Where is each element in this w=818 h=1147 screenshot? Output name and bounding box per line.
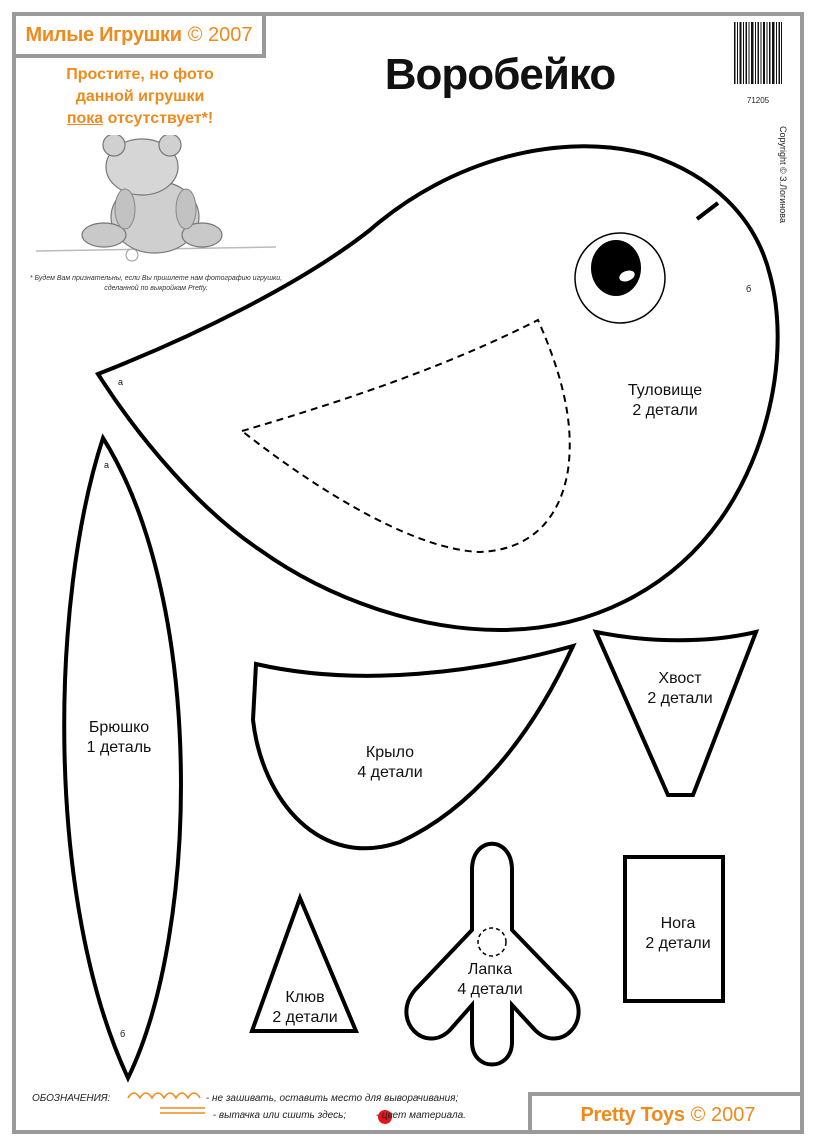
notice-footnote: * Будем Вам признательны, если Вы пришле…	[18, 274, 294, 294]
no-photo-notice: Простите, но фото данной игрушки пока от…	[40, 64, 240, 130]
open-seam-symbol	[127, 1092, 201, 1100]
beak-piece-outline	[249, 892, 360, 1033]
paw-count: 4 детали	[457, 981, 523, 998]
belly-label: Брюшко 1 деталь	[64, 718, 174, 758]
tail-label: Хвост 2 детали	[620, 669, 740, 709]
legend-fabric-color: - цвет материала.	[375, 1110, 466, 1121]
legend-open-seam: - не зашивать, оставить место для вывора…	[205, 1093, 459, 1104]
leg-piece-outline	[623, 855, 725, 1003]
body-mark-a: а	[118, 377, 124, 387]
belly-name: Брюшко	[88, 719, 150, 736]
leg-name: Нога	[660, 915, 696, 932]
belly-mark-a: а	[104, 460, 110, 470]
page-title: Воробейко	[384, 50, 616, 99]
body-dart-mark	[695, 201, 720, 221]
sparrow-eye-icon	[591, 240, 641, 296]
notice-line-1: Простите, но фото	[66, 66, 214, 83]
body-mark-b: б	[746, 284, 752, 294]
barcode-number: 71205	[746, 96, 770, 105]
paw-joint-mark	[477, 927, 507, 957]
footer-brand: Pretty Toys © 2007	[528, 1092, 804, 1134]
tail-piece-outline	[592, 629, 760, 797]
belly-count: 1 деталь	[86, 739, 152, 756]
paw-name: Лапка	[467, 961, 513, 978]
paw-piece-outline	[404, 841, 581, 1067]
leg-count: 2 детали	[645, 935, 711, 952]
teddy-bear-image	[35, 135, 277, 262]
wing-piece-outline	[250, 642, 577, 851]
wing-name: Крыло	[365, 744, 415, 761]
tail-name: Хвост	[658, 670, 702, 687]
body-count: 2 детали	[632, 402, 698, 419]
wing-count: 4 детали	[357, 764, 423, 781]
wing-placement-line	[241, 318, 571, 554]
footnote-line-1: * Будем Вам признательны, если Вы пришле…	[29, 275, 283, 282]
legend-row-1: ОБОЗНАЧЕНИЯ: - не зашивать, оставить мес…	[32, 1093, 458, 1104]
notice-line-3: пока отсутствует*!	[40, 108, 240, 130]
belly-piece-outline	[62, 433, 183, 1083]
brand-name: Милые Игрушки	[25, 23, 182, 46]
footnote-line-2: сделанной по выкройкам Pretty.	[104, 285, 208, 292]
beak-count: 2 детали	[272, 1009, 338, 1026]
leg-label: Нога 2 детали	[618, 914, 738, 954]
notice-line-3-rest: отсутствует*!	[103, 110, 214, 127]
paw-label: Лапка 4 детали	[430, 960, 550, 1000]
barcode-image	[734, 22, 782, 84]
legend-dart: - вытачка или сшить здесь;	[212, 1110, 347, 1121]
notice-line-2: данной игрушки	[75, 88, 205, 105]
legend-row-2: - вытачка или сшить здесь; - цвет матери…	[160, 1110, 466, 1121]
body-name: Туловище	[627, 382, 703, 399]
brand-header: Милые Игрушки © 2007	[16, 16, 266, 58]
brand-year: © 2007	[187, 23, 253, 46]
notice-underlined-word: пока	[66, 110, 104, 127]
fabric-color-dot	[378, 1110, 392, 1124]
body-label: Туловище 2 детали	[600, 381, 730, 421]
beak-label: Клюв 2 детали	[245, 988, 365, 1028]
tail-count: 2 детали	[647, 690, 713, 707]
footer-brand-year: © 2007	[690, 1103, 756, 1126]
belly-mark-b: б	[120, 1029, 126, 1039]
footer-brand-name: Pretty Toys	[580, 1103, 685, 1126]
page-frame	[12, 12, 804, 1134]
beak-name: Клюв	[285, 989, 325, 1006]
eye-highlight	[619, 270, 635, 282]
legend-heading: ОБОЗНАЧЕНИЯ:	[32, 1093, 111, 1104]
wing-label: Крыло 4 детали	[330, 743, 450, 783]
body-piece-outline	[95, 144, 780, 633]
